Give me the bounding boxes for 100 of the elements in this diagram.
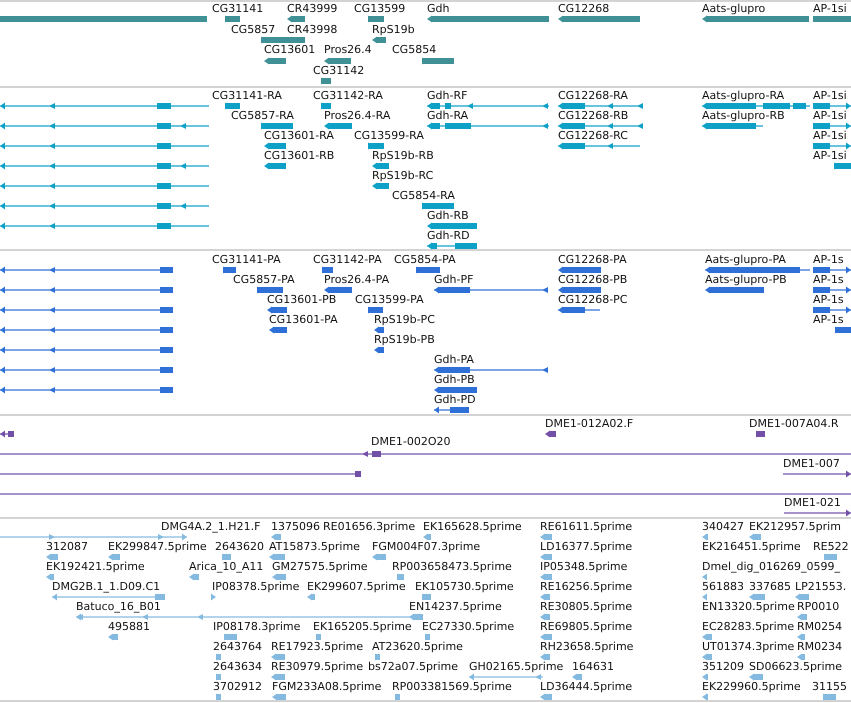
est-label: RE61611.5prime — [540, 520, 632, 533]
transcript-label: CG13601-PA — [269, 313, 338, 326]
transcript-label: Gdh-RD — [427, 229, 470, 242]
est-label: DMG2B.1_1.D09.C1 — [52, 580, 160, 593]
est-label: FGM233A08.5prime — [272, 680, 382, 693]
est-label: 31155 — [812, 680, 847, 693]
transcript-label: AP-1si — [813, 129, 847, 142]
est-label: 561883 — [702, 580, 744, 593]
transcript-label: Gdh-RA — [427, 109, 468, 122]
est-label: RE69805.5prime — [540, 620, 632, 633]
est-label: EK229960.5prime — [702, 680, 801, 693]
clone-label: DME1-012A02.F — [545, 417, 634, 430]
clone-label: DME1-002O20 — [371, 435, 451, 448]
transcript-label: CG5854-PA — [394, 253, 456, 266]
est-label: 337685 — [749, 580, 791, 593]
transcript-label: CG12268-PA — [558, 253, 627, 266]
transcript-label: AP-1s — [813, 313, 844, 326]
est-label: EK165205.5prime — [313, 620, 412, 633]
gene-label: Pros26.4 — [324, 43, 372, 56]
transcript-label: CG13599-RA — [354, 129, 424, 142]
est-label: EK216451.5prime — [702, 540, 801, 553]
est-label: IP05348.5prime — [540, 560, 628, 573]
gene-label: CG31141 — [212, 2, 264, 15]
transcript-label: AP-1si — [813, 109, 847, 122]
est-label: 2643620 — [215, 540, 264, 553]
est-label: bs72a07.5prime — [368, 660, 458, 673]
gene-label: AP-1si — [813, 2, 847, 15]
transcript-label: CG5854-RA — [392, 189, 455, 202]
gene-label: CG12268 — [558, 2, 610, 15]
est-label: EC28283.5prime — [702, 620, 794, 633]
gene-label: CG13599 — [354, 2, 406, 15]
transcript-label: CG12268-RC — [558, 129, 628, 142]
transcript-label: AP-1si — [813, 89, 847, 102]
est-label: RE16256.5prime — [540, 580, 632, 593]
est-label: RE01656.3prime — [323, 520, 416, 533]
gene-label: RpS19b — [372, 22, 415, 36]
transcript-label: Gdh-PB — [434, 373, 475, 386]
gene-label: Gdh — [427, 2, 450, 15]
est-label: RM0254 — [797, 620, 842, 633]
est-label: LD36444.5prime — [540, 680, 632, 693]
est-label: RE30805.5prime — [540, 600, 632, 613]
transcript-label: Pros26.4-PA — [324, 273, 390, 286]
est-label: 2643764 — [213, 640, 262, 653]
transcript-label: CG12268-PB — [558, 273, 628, 286]
transcript-label: CG31141-RA — [212, 89, 282, 102]
est-label: 2643634 — [213, 660, 262, 673]
gene-label: CG5854 — [392, 43, 436, 56]
transcript-label: CG13599-PA — [355, 293, 424, 306]
transcript-label: RpS19b-PC — [374, 313, 435, 326]
gene-label: CR43998 — [287, 22, 338, 36]
transcript-label: CG5857-RA — [231, 109, 294, 122]
est-label: GM27575.5prime — [272, 560, 368, 573]
gene-label: CR43999 — [287, 2, 338, 15]
transcript-label: CG31141-PA — [212, 253, 281, 266]
transcript-label: Gdh-PA — [434, 353, 474, 366]
est-label: LD16377.5prime — [540, 540, 632, 553]
est-label: EK299607.5prime — [307, 580, 406, 593]
transcript-label: RpS19b-PB — [374, 333, 435, 346]
est-label: RE17923.5prime — [271, 640, 364, 653]
gene-label: CG13601 — [264, 43, 316, 56]
est-label: 351209 — [702, 660, 744, 673]
est-label: EK299847.5prime — [108, 540, 207, 553]
est-label: 340427 — [702, 520, 744, 533]
transcript-label: RpS19b-RB — [372, 149, 434, 162]
transcript-label: Gdh-PD — [434, 393, 476, 406]
transcript-label: AP-1s — [813, 293, 844, 306]
est-label: Dmel_dig_016269_0599_ — [702, 560, 840, 573]
gene-label: CG5857 — [231, 22, 276, 36]
est-label: EK192421.5prime — [46, 560, 145, 573]
gene-label: Aats-glupro — [702, 2, 766, 15]
est-label: EK212957.5prim — [749, 520, 841, 533]
est-label: 164631 — [572, 660, 614, 673]
transcript-label: CG12268-RA — [558, 89, 628, 102]
est-label: EK165628.5prime — [423, 520, 522, 533]
transcript-label: CG31142-PA — [313, 253, 382, 266]
transcript-label: Aats-glupro-PB — [705, 273, 787, 286]
transcript-label: Aats-glupro-RB — [702, 109, 785, 122]
est-label: Arica_10_A11 — [189, 560, 264, 573]
est-label: RP003381569.5prime — [392, 680, 512, 693]
est-label: Batuco_16_B01 — [76, 600, 161, 613]
transcript-label: CG5857-PA — [233, 273, 295, 286]
clone-label: DME1-007 — [783, 457, 840, 470]
est-label: 1375096 — [271, 520, 320, 533]
transcript-label: AP-1si — [813, 149, 847, 162]
est-label: RM0234 — [797, 640, 842, 653]
est-label: DMG4A.2_1.H21.F — [161, 520, 260, 533]
transcript-label: CG13601-RA — [264, 129, 334, 142]
est-label: IP08378.5prime — [212, 580, 300, 593]
transcript-label: AP-1s — [813, 253, 844, 266]
est-label: 3702912 — [213, 680, 262, 693]
est-label: FGM004F07.3prime — [372, 540, 480, 553]
transcript-label: Gdh-RB — [427, 209, 469, 222]
transcript-label: Aats-glupro-RA — [702, 89, 784, 102]
est-label: LP21553. — [795, 580, 846, 593]
est-label: AT15873.5prime — [269, 540, 360, 553]
transcript-label: CG31142-RA — [313, 89, 383, 102]
est-label: RH23658.5prime — [540, 640, 634, 653]
transcript-label: Aats-glupro-PA — [705, 253, 786, 266]
est-label: EK105730.5prime — [415, 580, 514, 593]
est-label: EN13320.5prime — [702, 600, 795, 613]
